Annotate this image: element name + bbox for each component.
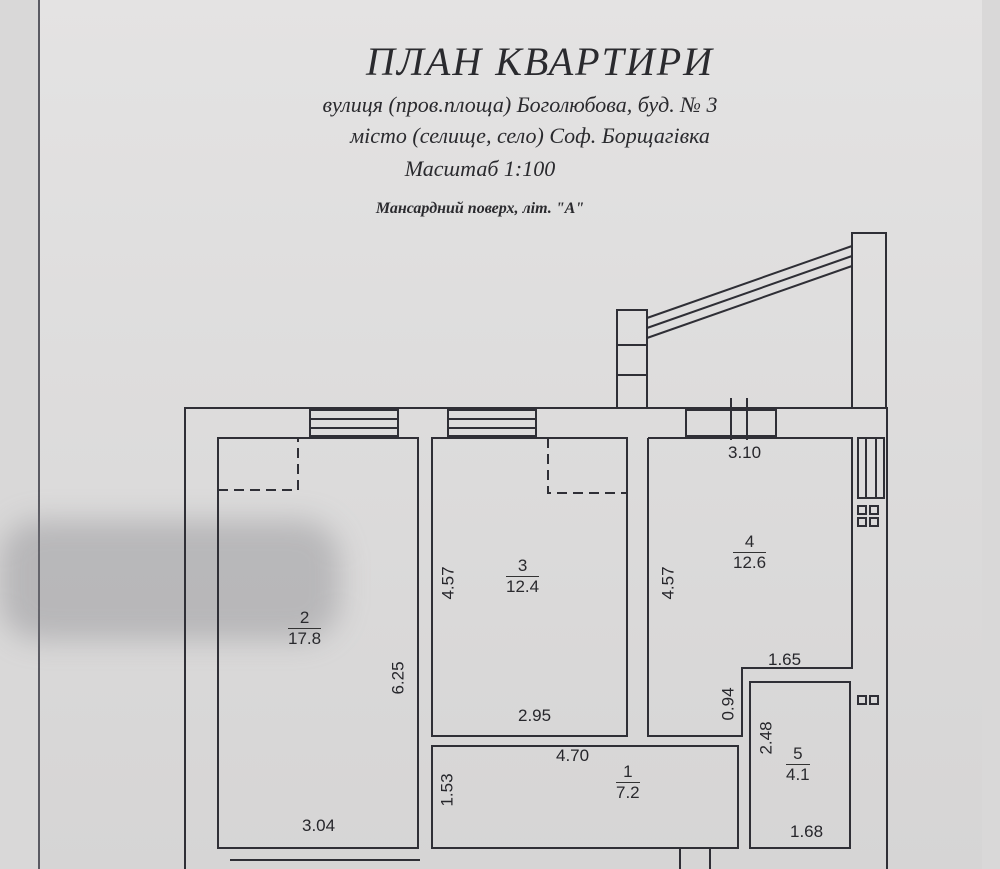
photo-shadow [0,520,340,640]
roof-line-1 [646,245,853,319]
roof-line-2 [646,255,853,329]
room-2-label: 2 17.8 [288,608,322,648]
dim-room2-bottom: 3.04 [302,816,336,835]
window-room-2 [309,409,399,437]
room-5-outline [749,681,851,849]
dim-room5-bottom: 1.68 [790,822,824,841]
dim-hall-left: 1.53 [437,773,457,807]
dim-room3-left: 4.57 [438,566,458,600]
room-1-outline [431,745,739,849]
room-3-label: 3 12.4 [506,556,540,596]
room-4-label: 4 12.6 [733,532,767,572]
floor-label: Мансардний поверх, літ. "А" [375,200,585,217]
slope-line-room-2 [218,438,299,491]
window-room-3 [447,409,537,437]
dim-room4-left: 4.57 [658,566,678,600]
room-3-outline [431,437,628,737]
vent-shaft [857,437,885,499]
room-5-label: 5 4.1 [786,744,810,784]
dim-room3-bottom: 2.95 [518,706,552,725]
room-4-outline [647,437,853,737]
room-2-outline [217,437,419,849]
dim-hall-top: 4.70 [556,746,590,765]
dim-room4-cut: 1.65 [768,650,802,669]
dim-room2-right: 6.25 [388,661,408,695]
roof-line-3 [646,265,853,339]
paper-sheet [38,0,982,869]
address-city: місто (селище, село) Соф. Борщагівка [350,123,710,148]
outer-wall-outline [184,407,888,869]
room-1-label: 1 7.2 [616,762,640,802]
scale-label: Масштаб 1:100 [404,156,556,181]
dim-room5-left: 2.48 [756,721,776,755]
slope-line-room-3 [547,438,627,494]
dim-room4-step: 0.94 [718,687,738,721]
address-street: вулиця (пров.площа) Боголюбова, буд. № 3 [322,92,718,117]
roof-wall [851,232,887,408]
dim-room4-top: 3.10 [728,443,762,462]
chimney-block [616,309,648,409]
plan-title: ПЛАН КВАРТИРИ [365,39,715,84]
